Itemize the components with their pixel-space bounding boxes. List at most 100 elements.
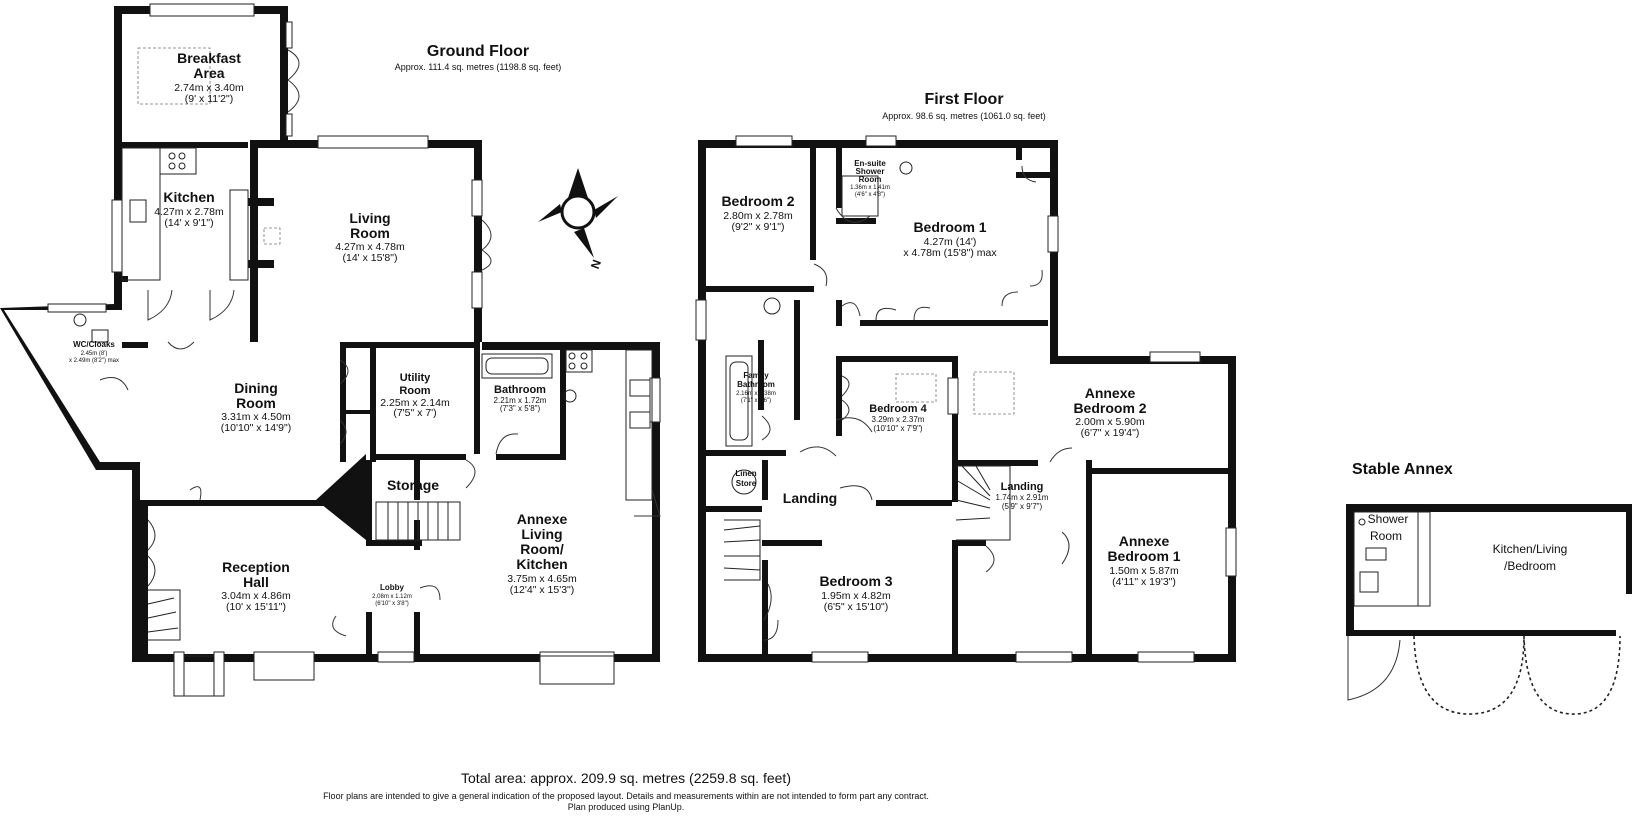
- room-name: Dining: [234, 380, 278, 396]
- room-size-imperial: (10'10" x 7'9"): [873, 424, 923, 433]
- room-size-metric: 2.45m (8'): [81, 351, 108, 357]
- room-shower-room: Shower Room: [1368, 512, 1409, 543]
- room-size-imperial: (6'5" x 15'10"): [824, 601, 889, 613]
- room-kitchen: Kitchen 4.27m x 2.78m (14' x 9'1"): [154, 189, 224, 229]
- room-size-metric: 3.31m x 4.50m: [221, 411, 291, 423]
- room-name: Bedroom 4: [869, 403, 927, 415]
- room-name: Bedroom 1: [913, 219, 986, 235]
- room-linen-store: Linen Store: [735, 469, 756, 488]
- room-size-imperial: x 2.49m (8'2") max: [69, 358, 119, 364]
- room-size-imperial: (4'11" x 19'3"): [1112, 576, 1176, 588]
- room-size-imperial: (9'2" x 9'1"): [732, 221, 785, 233]
- room-living-room: Living Room 4.27m x 4.78m (14' x 15'8"): [335, 210, 405, 264]
- room-name: Shower: [1368, 512, 1409, 526]
- room-annexe-bedroom-1: Annexe Bedroom 1 1.50m x 5.87m (4'11" x …: [1107, 533, 1180, 588]
- room-name: Bedroom 2: [1073, 400, 1146, 416]
- room-annexe-bedroom-2: Annexe Bedroom 2 2.00m x 5.90m (6'7" x 1…: [1073, 385, 1146, 439]
- room-size-metric: 2.74m x 3.40m: [174, 82, 244, 94]
- ground-floor-walls: [0, 6, 660, 662]
- room-size-imperial: x 4.78m (15'8") max: [903, 247, 997, 259]
- room-breakfast-area: Breakfast Area 2.74m x 3.40m (9' x 11'2"…: [174, 50, 244, 105]
- room-name: Room: [236, 395, 276, 411]
- room-size-imperial: (14' x 9'1"): [164, 217, 213, 229]
- ground-floor-area: Approx. 111.4 sq. metres (1198.8 sq. fee…: [395, 62, 562, 72]
- room-size-imperial: (7'1" x 4'6"): [741, 398, 771, 404]
- room-name: Room/: [520, 541, 564, 557]
- room-name: Lobby: [380, 583, 405, 592]
- room-size-imperial: (6'7" x 19'4"): [1081, 427, 1140, 439]
- room-annexe-living-kitchen: Annexe Living Room/ Kitchen 3.75m x 4.65…: [507, 511, 577, 596]
- room-en-suite-shower: En-suite Shower Room 1.36m x 1.41m (4'6"…: [850, 159, 890, 198]
- room-size-metric: 1.36m x 1.41m: [850, 185, 890, 191]
- room-name: Kitchen: [163, 189, 214, 205]
- room-family-bathroom: Family Bathroom 2.16m x 1.38m (7'1" x 4'…: [736, 371, 776, 404]
- room-name: Reception: [222, 559, 290, 575]
- room-size-metric: 2.16m x 1.38m: [736, 391, 776, 397]
- room-size-imperial: (4'6" x 4'8"): [855, 192, 885, 198]
- room-name: Area: [193, 65, 224, 81]
- room-size-metric: 1.74m x 2.91m: [996, 493, 1049, 502]
- room-size-metric: 2.25m x 2.14m: [380, 397, 450, 409]
- room-name: Room: [1370, 529, 1402, 543]
- room-name: Room: [399, 385, 430, 397]
- room-size-imperial: (14' x 15'8"): [342, 252, 397, 264]
- room-size-imperial: (10' x 15'11"): [226, 601, 286, 613]
- compass-north-arrow-icon: N: [538, 168, 618, 271]
- room-name: Bathroom: [737, 380, 775, 389]
- room-name: Utility: [400, 372, 431, 384]
- room-name: Landing: [1001, 481, 1044, 493]
- room-size-imperial: (12'4" x 15'3"): [510, 584, 575, 596]
- room-utility-room: Utility Room 2.25m x 2.14m (7'5" x 7'): [380, 372, 450, 419]
- room-size-metric: 2.00m x 5.90m: [1075, 416, 1145, 428]
- room-size-imperial: (10'10" x 14'9"): [221, 422, 291, 434]
- room-size-metric: 4.27m x 4.78m: [335, 241, 405, 253]
- room-size-metric: 2.80m x 2.78m: [723, 210, 793, 222]
- room-name: Annexe: [1119, 533, 1170, 549]
- compass-label: N: [588, 258, 604, 271]
- total-area: Total area: approx. 209.9 sq. metres (22…: [461, 770, 791, 786]
- room-reception-hall: Reception Hall 3.04m x 4.86m (10' x 15'1…: [221, 559, 291, 613]
- first-floor-walls: [698, 140, 1236, 662]
- first-floor-fixtures: [695, 135, 1237, 663]
- room-size-metric: 3.04m x 4.86m: [221, 590, 291, 602]
- room-size-metric: 3.75m x 4.65m: [507, 573, 577, 585]
- room-name: Landing: [783, 490, 837, 506]
- room-name: Annexe: [1085, 385, 1136, 401]
- room-name: Hall: [243, 574, 269, 590]
- room-bathroom: Bathroom 2.21m x 1.72m (7'3" x 5'8"): [494, 384, 547, 413]
- room-size-imperial: (7'3" x 5'8"): [500, 404, 541, 413]
- disclaimer-note: Floor plans are intended to give a gener…: [323, 791, 929, 801]
- room-size-metric: 4.27m x 2.78m: [154, 206, 224, 218]
- room-size-metric: 2.08m x 1.12m: [372, 594, 412, 600]
- room-name: Bedroom 2: [721, 193, 794, 209]
- room-name: Living: [349, 210, 390, 226]
- room-bedroom-3: Bedroom 3 1.95m x 4.82m (6'5" x 15'10"): [819, 573, 892, 613]
- room-size-metric: 4.27m (14'): [924, 236, 977, 248]
- room-storage: Storage: [387, 477, 439, 493]
- room-bedroom-1: Bedroom 1 4.27m (14') x 4.78m (15'8") ma…: [903, 219, 997, 259]
- stable-annex-title: Stable Annex: [1352, 461, 1453, 478]
- ground-floor-fixtures: [47, 3, 661, 697]
- ground-floor-title: Ground Floor: [427, 43, 529, 60]
- room-name: Room: [859, 175, 882, 184]
- first-floor-title: First Floor: [924, 91, 1003, 108]
- room-name: Shower: [856, 167, 885, 176]
- room-name: Living: [521, 526, 562, 542]
- room-bedroom-2: Bedroom 2 2.80m x 2.78m (9'2" x 9'1"): [721, 193, 794, 233]
- room-name: Linen: [735, 469, 756, 478]
- room-name: En-suite: [854, 159, 886, 168]
- room-name: Bedroom 3: [819, 573, 892, 589]
- room-bedroom-4: Bedroom 4 3.29m x 2.37m (10'10" x 7'9"): [869, 403, 927, 433]
- room-size-metric: 2.21m x 1.72m: [494, 396, 547, 405]
- room-name: Family: [743, 371, 769, 380]
- room-name: Breakfast: [177, 50, 241, 66]
- stable-annex-walls: [1346, 504, 1632, 715]
- room-name: WC/Cloaks: [73, 340, 115, 349]
- room-size-metric: 1.95m x 4.82m: [821, 590, 891, 602]
- room-size-imperial: (5'9" x 9'7"): [1002, 502, 1043, 511]
- produced-by-note: Plan produced using PlanUp.: [568, 802, 685, 812]
- room-name: Room: [350, 225, 390, 241]
- room-size-imperial: (6'10" x 3'8"): [375, 601, 409, 607]
- room-lobby: Lobby 2.08m x 1.12m (6'10" x 3'8"): [372, 583, 412, 607]
